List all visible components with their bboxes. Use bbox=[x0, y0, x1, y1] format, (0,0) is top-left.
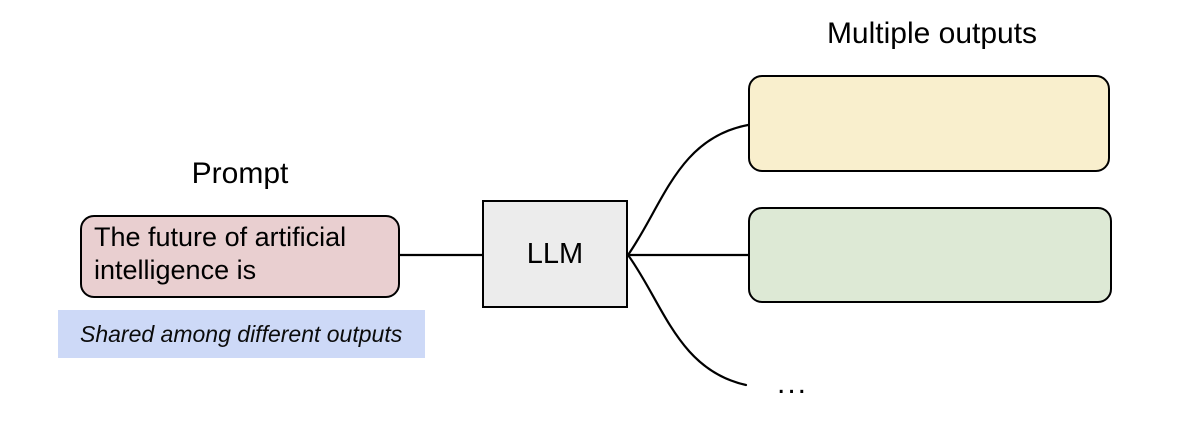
prompt-note-highlight: Shared among different outputs bbox=[58, 310, 425, 358]
output-box-1 bbox=[748, 75, 1110, 172]
llm-box: LLM bbox=[482, 200, 628, 308]
prompt-note-text: Shared among different outputs bbox=[80, 320, 403, 347]
multiple-outputs-title: Multiple outputs bbox=[826, 17, 1038, 50]
llm-label: LLM bbox=[526, 237, 584, 270]
output-box-2 bbox=[748, 207, 1112, 303]
prompt-box-text: The future of artificial intelligence is bbox=[94, 222, 347, 285]
connector-llm-to-ellipsis bbox=[626, 253, 748, 387]
prompt-box: The future of artificial intelligence is bbox=[80, 215, 400, 298]
more-outputs-ellipsis: ... bbox=[777, 367, 809, 400]
prompt-title: Prompt bbox=[191, 157, 289, 190]
connector-llm-to-output-1 bbox=[626, 123, 750, 257]
